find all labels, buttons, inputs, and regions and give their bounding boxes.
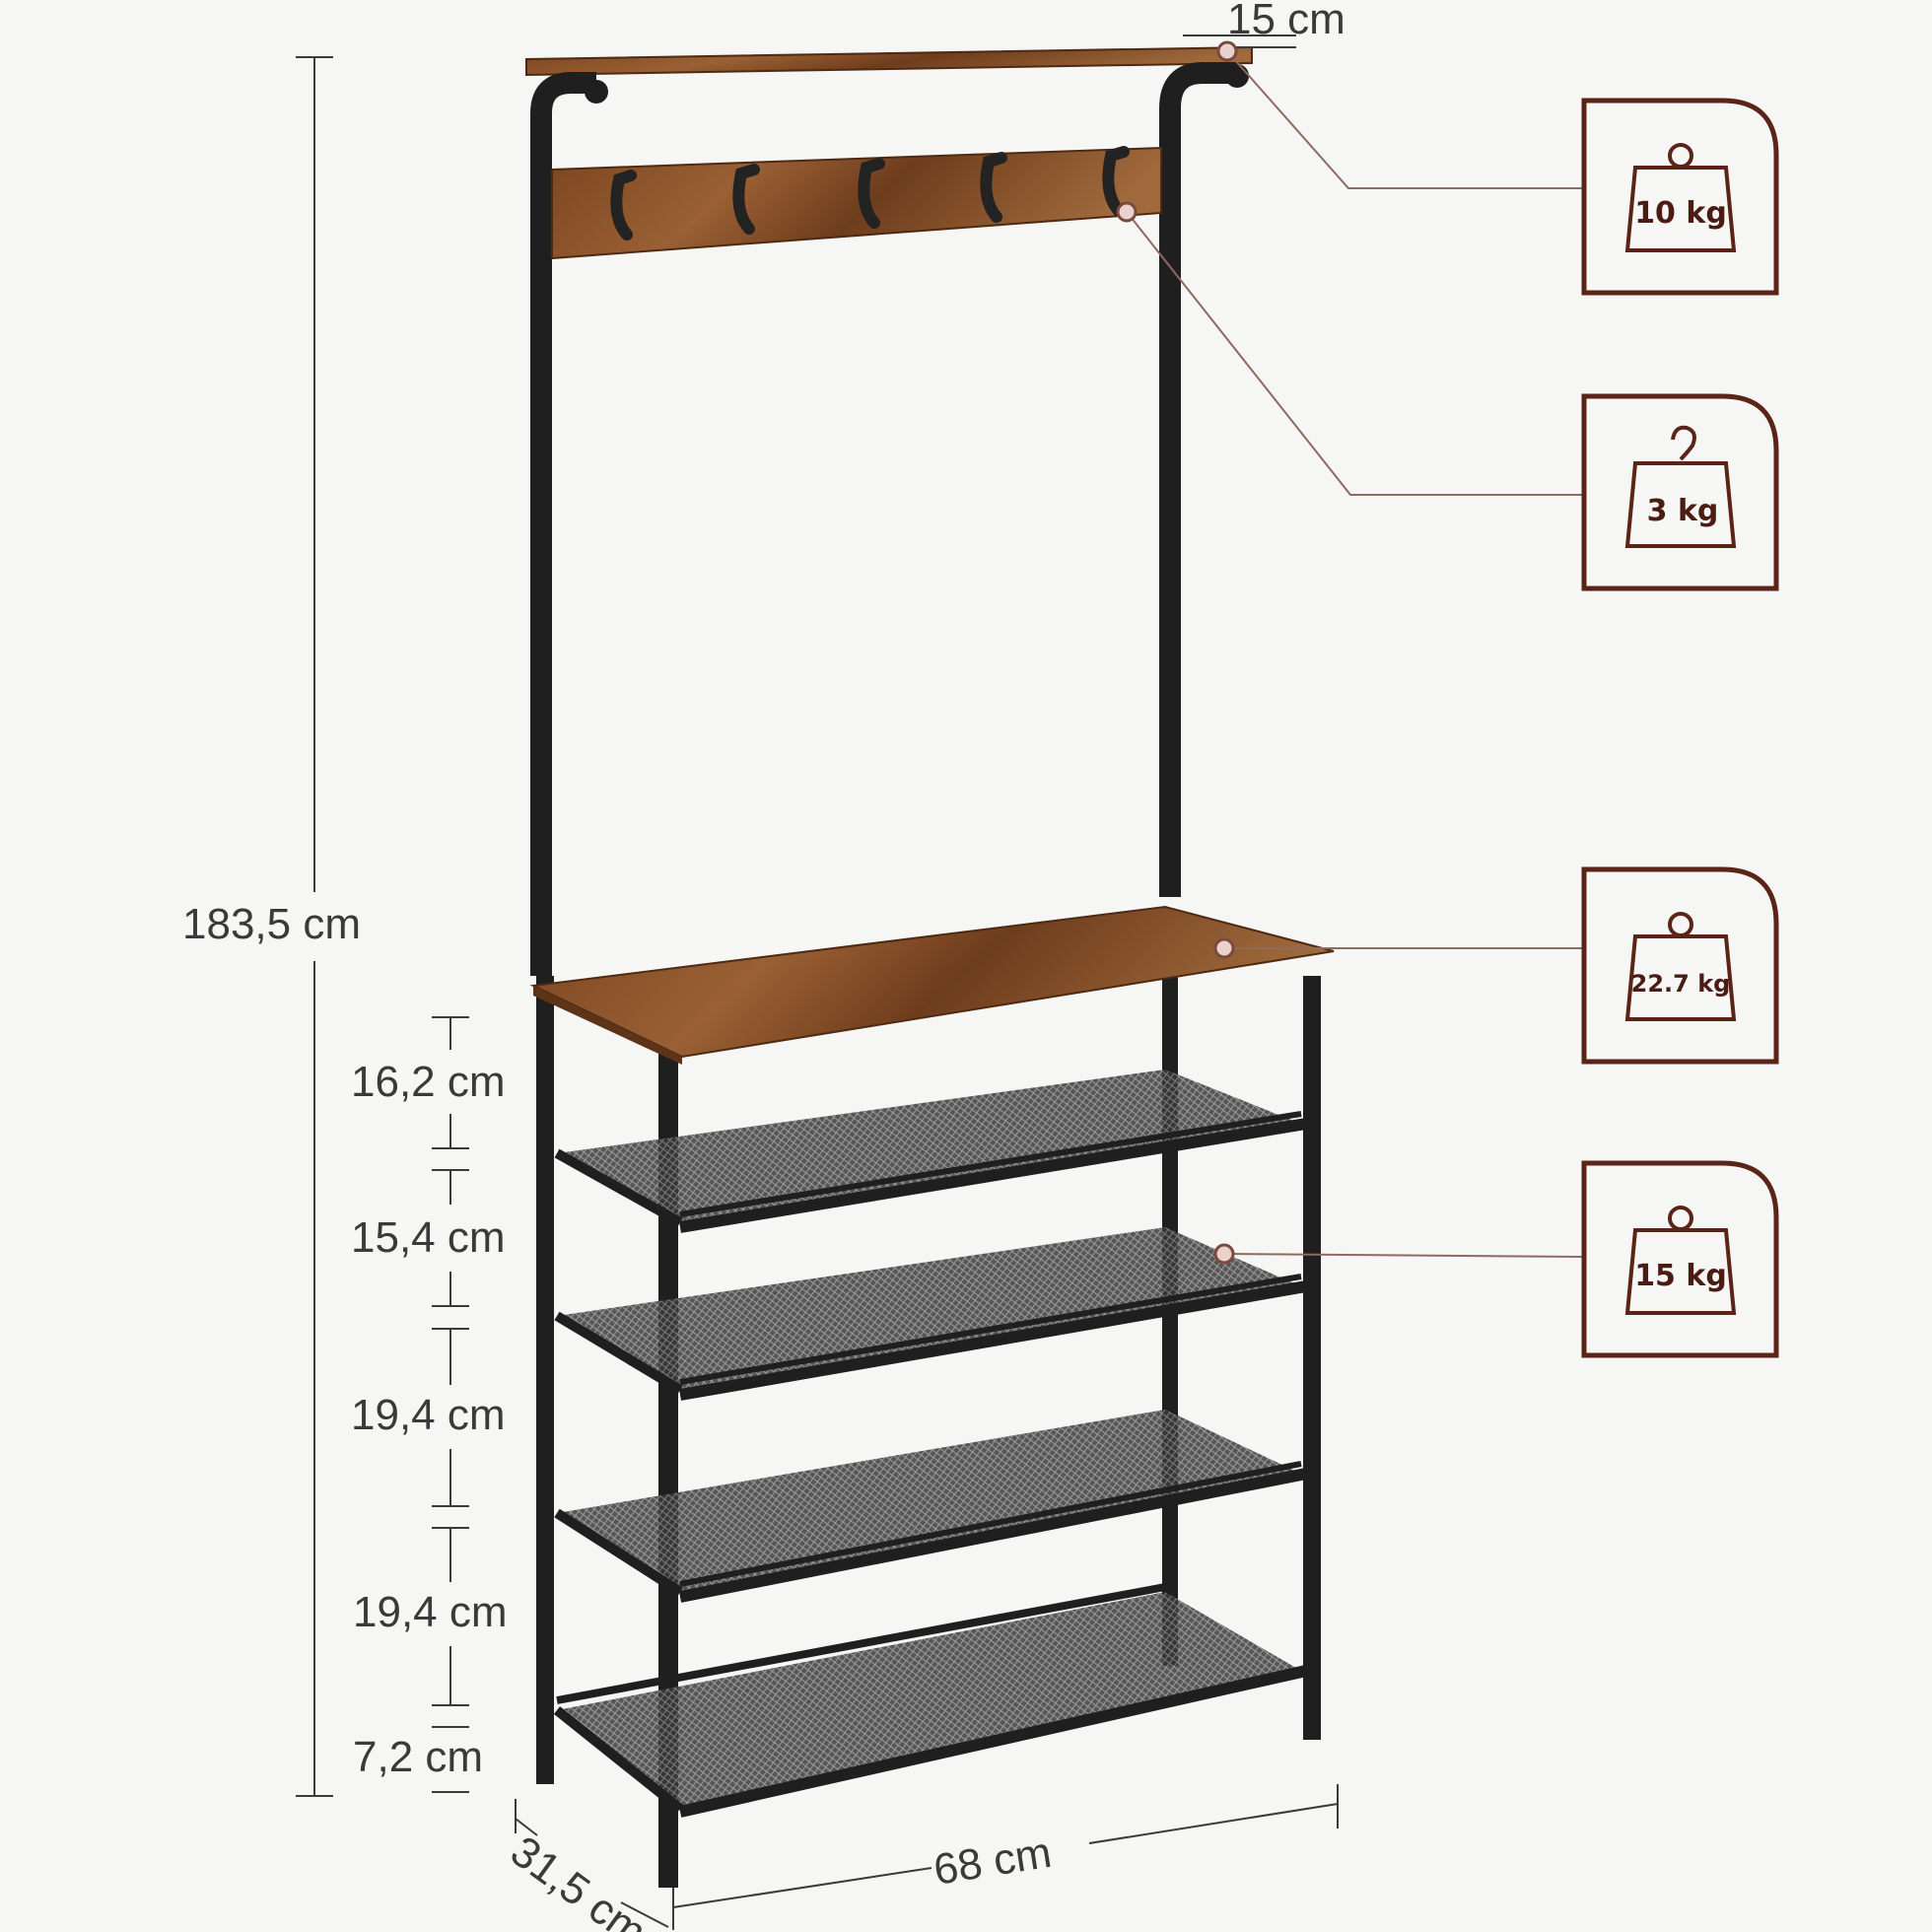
load-badge-label: 3 kg	[1647, 494, 1719, 528]
hook-board	[551, 146, 1162, 260]
dim-total-height: 183,5 cm	[182, 900, 361, 948]
callout-dot-top	[1216, 40, 1238, 62]
hook-2	[732, 164, 760, 235]
callout-dot-hooks	[1116, 201, 1138, 223]
leader-lines	[1126, 50, 1583, 1258]
callout-dots	[1116, 40, 1238, 1265]
hanger-weight-icon	[1624, 425, 1737, 548]
weight-icon	[1624, 1206, 1737, 1315]
mesh-shelf-2	[554, 1227, 1308, 1401]
dim-gap-4: 19,4 cm	[353, 1588, 508, 1636]
load-badge-top-shelf: 10 kg	[1581, 98, 1779, 296]
dim-gap-1: 16,2 cm	[351, 1058, 506, 1106]
load-badge-hooks: 3 kg	[1581, 393, 1779, 591]
hook-1	[610, 170, 637, 241]
bench-seat	[529, 905, 1335, 1059]
load-badge-label: 22.7 kg	[1631, 970, 1731, 998]
mesh-shelf-4	[553, 1583, 1308, 1818]
dim-depth: 31,5 cm	[502, 1827, 655, 1932]
callout-dot-shelf	[1213, 1243, 1235, 1265]
load-badge-label: 10 kg	[1634, 196, 1727, 231]
dim-gap-3: 19,4 cm	[351, 1391, 506, 1439]
dim-top-depth: 15 cm	[1227, 0, 1346, 43]
hook-4	[980, 152, 1007, 223]
callout-dot-bench	[1213, 937, 1235, 959]
weight-icon	[1624, 912, 1737, 1021]
load-badge-bench: 22.7 kg	[1581, 866, 1779, 1065]
left-upright	[530, 72, 596, 976]
right-upright	[1159, 62, 1237, 897]
weight-icon	[1624, 143, 1737, 252]
coat-hooks	[610, 146, 1130, 241]
mesh-shelf-3	[554, 1410, 1308, 1603]
dim-gap-5: 7,2 cm	[353, 1733, 483, 1781]
dim-width: 68 cm	[931, 1828, 1055, 1895]
load-badge-mesh-shelf: 15 kg	[1581, 1160, 1779, 1358]
top-shelf-board	[525, 45, 1253, 77]
load-badge-label: 15 kg	[1634, 1259, 1727, 1293]
dim-gap-2: 15,4 cm	[351, 1213, 506, 1262]
hook-5	[1102, 146, 1130, 217]
hall-tree	[525, 45, 1335, 1888]
hook-3	[858, 158, 885, 229]
mesh-shelf-1	[554, 1070, 1307, 1233]
dimension-lines	[296, 34, 1339, 1930]
